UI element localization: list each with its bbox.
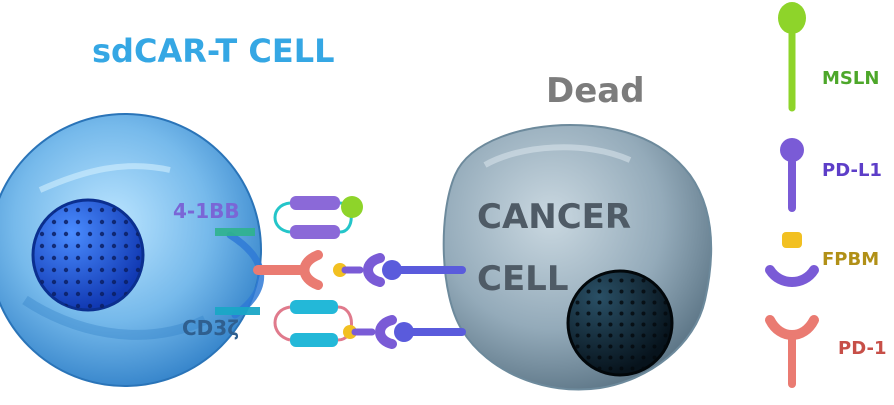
legend-item-msln: MSLN bbox=[778, 2, 879, 112]
legend-item-pd1: PD-1 bbox=[765, 315, 886, 388]
fpbm-icon bbox=[765, 232, 819, 287]
pd1-icon bbox=[765, 315, 819, 388]
costim-label: 4-1BB bbox=[173, 199, 240, 223]
title: sdCAR-T CELL bbox=[92, 32, 335, 70]
pdl1-icon bbox=[780, 138, 804, 212]
legend-label-pdl1: PD-L1 bbox=[822, 160, 882, 181]
cancer-label-line1: CANCER bbox=[477, 197, 631, 237]
dead-label: Dead bbox=[546, 71, 645, 111]
pd1-fpbm-pdl1-middle bbox=[253, 250, 466, 290]
cancer-cell-nucleus bbox=[566, 269, 674, 377]
receptor-complex-top bbox=[215, 196, 353, 239]
receptor-complex-bottom bbox=[215, 300, 466, 349]
legend: MSLN PD-L1 FPBM PD-1 bbox=[765, 2, 886, 388]
legend-item-fpbm: FPBM bbox=[765, 232, 879, 287]
t-cell-nucleus bbox=[31, 198, 145, 312]
msln-molecule bbox=[341, 196, 458, 218]
cancer-label-line2: CELL bbox=[477, 259, 569, 299]
msln-icon bbox=[778, 2, 806, 112]
legend-label-msln: MSLN bbox=[822, 68, 879, 89]
legend-label-fpbm: FPBM bbox=[822, 249, 879, 270]
cancer-cell bbox=[442, 123, 713, 391]
cd3-label: CD3ζ bbox=[182, 316, 239, 340]
t-cell bbox=[0, 113, 262, 387]
legend-item-pdl1: PD-L1 bbox=[780, 138, 882, 212]
legend-label-pd1: PD-1 bbox=[838, 338, 886, 359]
